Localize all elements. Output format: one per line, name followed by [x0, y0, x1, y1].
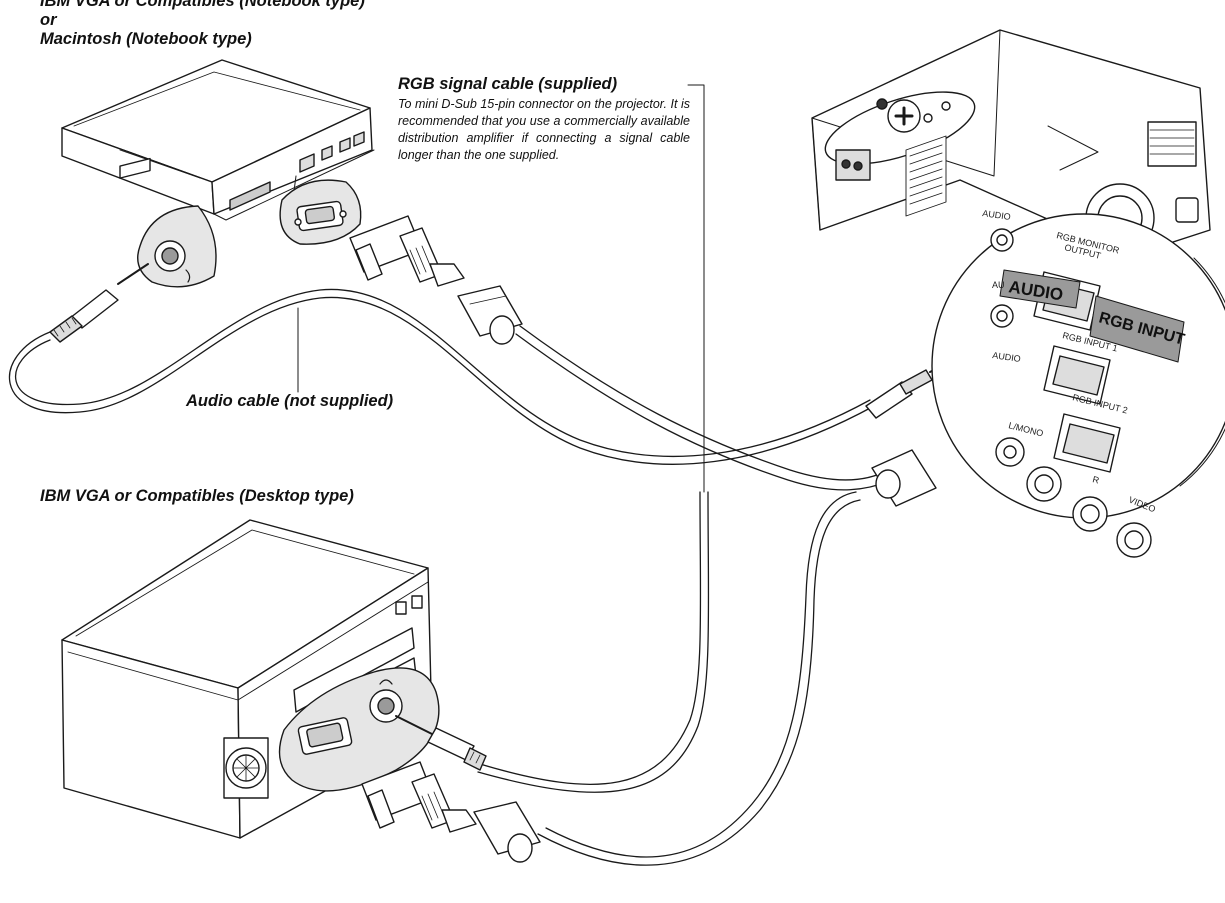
projector [811, 29, 1211, 257]
rgb-input-tag-box [1089, 295, 1185, 363]
rgb-cable-notebook [515, 325, 893, 491]
desktop-audio-plug [395, 715, 487, 771]
label-rgb-signal-cable: RGB signal cable (supplied) [398, 75, 618, 93]
projector-ferrite-core [871, 449, 937, 507]
label-audio-cable: Audio cable (not supplied) [186, 392, 394, 410]
desktop-ferrite-core [473, 801, 541, 863]
notebook-audio-plug [49, 263, 149, 343]
notebook-vga-plug [349, 215, 465, 287]
label-notebook-or: or [40, 11, 57, 29]
desktop-port-callout [278, 667, 440, 792]
desktop-vga-plug [361, 761, 477, 833]
label-rgb-cable-note: To mini D-Sub 15-pin connector on the pr… [398, 97, 690, 162]
panel-label-audio-mid: AU [992, 280, 1005, 290]
audio-cable-desktop [477, 491, 710, 793]
rgb-cable-desktop [537, 491, 861, 866]
notebook-ferrite-core [457, 285, 523, 345]
panel-label-r: R [1092, 474, 1101, 485]
panel-label-audio-top: AUDIO [982, 208, 1012, 222]
label-notebook-line3: Macintosh (Notebook type) [40, 30, 252, 48]
audio-tag-box [999, 269, 1081, 309]
leader-lines [297, 84, 705, 493]
audio-cable-notebook [8, 288, 875, 465]
panel-label-audio-low: AUDIO [992, 350, 1022, 364]
label-desktop: IBM VGA or Compatibles (Desktop type) [40, 487, 354, 505]
projector-connector-panel: AUDIO RGB INPUT AUDIO AU AUDIO RGB MONIT… [931, 208, 1225, 558]
label-notebook-line1: IBM VGA or Compatibles (Notebook type) [40, 0, 365, 10]
notebook-audio-jack-callout [137, 205, 217, 288]
notebook-computer [61, 59, 375, 221]
notebook-vga-port-callout [279, 179, 362, 245]
